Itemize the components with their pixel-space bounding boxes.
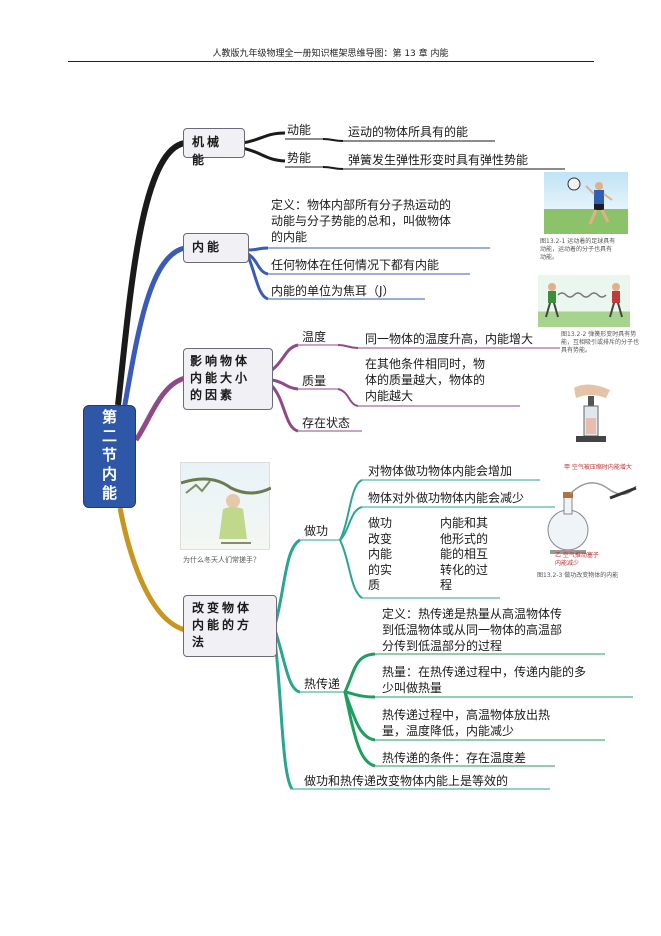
heat-quantity: 热量：在热传递过程中，传递内能的多 少叫做热量	[382, 665, 587, 695]
branch-internal-def	[247, 246, 269, 252]
node-mass: 质量	[302, 374, 327, 388]
branch-factors-mass	[271, 378, 299, 391]
figure3-caption: 为什么冬天人们常搓手？	[183, 556, 260, 564]
spring-illustration	[538, 275, 630, 327]
branch-internal-unit	[246, 255, 269, 301]
flask-figure	[547, 482, 637, 554]
node-kinetic-energy: 动能	[287, 123, 312, 137]
header-rule	[68, 61, 594, 62]
rubbing-hands-illustration	[180, 462, 272, 550]
figure2-caption: 图13.2-2 弹簧形变时具有势 能，互相吸引或排斥的分子也 具有势能。	[561, 331, 640, 354]
node-internal-energy: 内能	[183, 233, 249, 263]
work-essence-desc: 内能和其 他形式的 能的相互 转化的过 程	[440, 516, 489, 592]
elder-figure	[180, 477, 272, 544]
work-increase: 对物体做功物体内能会增加	[368, 464, 513, 478]
heat-condition: 热传递的条件：存在温度差	[382, 751, 527, 765]
internal-energy-always: 任何物体在任何情况下都有内能	[271, 258, 440, 272]
flask-illustration	[540, 474, 640, 558]
internal-energy-unit: 内能的单位为焦耳（J）	[271, 284, 395, 298]
work-decrease: 物体对外做功物体内能会减少	[368, 491, 525, 505]
node-methods: 改变物体 内能的方 法	[183, 595, 277, 657]
heat-process: 热传递过程中，高温物体放出热 量，温度降低，内能减少	[382, 708, 551, 738]
node-state: 存在状态	[302, 416, 351, 430]
node-temperature: 温度	[302, 330, 327, 344]
branch-factors-temp	[271, 343, 299, 372]
node-factors: 影响物体 内能大小 的因素	[183, 348, 273, 410]
header-title: 人教版九年级物理全一册知识框架思维导图：第 13 章 内能	[212, 49, 449, 59]
equivalence-statement: 做功和热传递改变物体内能上是等效的	[304, 774, 509, 788]
spring-children-figure	[545, 283, 623, 318]
branch-methods-work	[273, 538, 301, 626]
figure4-caption: 图13.2-3 做功改变物体的内能	[537, 572, 619, 579]
branch-root-internal	[121, 245, 186, 411]
branch-internal-always	[247, 252, 269, 276]
football-player-figure	[567, 177, 613, 225]
root-node: 第二节内能	[83, 405, 136, 508]
figure1-caption: 图13.2-1 运动着的足球具有 动能，运动着的分子也具有 动能。	[540, 238, 616, 261]
node-mechanical-energy: 机械能	[183, 128, 245, 167]
node-heat-transfer: 热传递	[304, 677, 341, 691]
figure4-top-label: 甲 空气被压缩时内能增大	[564, 464, 632, 471]
branch-root-mechanical	[115, 140, 186, 406]
internal-energy-definition: 定义：物体内部所有分子热运动的 动能与分子势能的总和，叫做物体 的内能	[271, 198, 452, 244]
branch-mech-potential	[241, 146, 286, 163]
branch-root-methods	[117, 507, 186, 633]
branch-methods-heat	[273, 629, 301, 694]
air-pump-illustration	[566, 378, 618, 446]
branch-root-factors	[133, 375, 186, 442]
node-potential-energy: 势能	[287, 151, 312, 165]
temperature-desc: 同一物体的温度升高，内能增大	[365, 332, 534, 346]
node-work: 做功	[304, 524, 329, 538]
mass-desc: 在其他条件相同时，物 体的质量越大，物体的 内能越大	[365, 357, 486, 403]
branch-factors-state	[270, 384, 299, 433]
football-illustration	[544, 172, 628, 234]
figure4-left-label: 乙 空气推动塞子 内能减少	[555, 552, 599, 567]
work-essence-label: 做功 改变 内能 的实 质	[368, 516, 393, 592]
air-pump-figure	[574, 384, 610, 442]
heat-definition: 定义：热传递是热量从高温物体传 到低温物体或从同一物体的高温部 分传到低温部分的…	[382, 607, 563, 653]
branch-mech-kinetic	[241, 131, 286, 145]
branch-methods-equiv	[273, 639, 294, 790]
kinetic-energy-desc: 运动的物体所具有的能	[348, 125, 469, 139]
potential-energy-desc: 弹簧发生弹性形变时具有弹性势能	[348, 153, 529, 167]
